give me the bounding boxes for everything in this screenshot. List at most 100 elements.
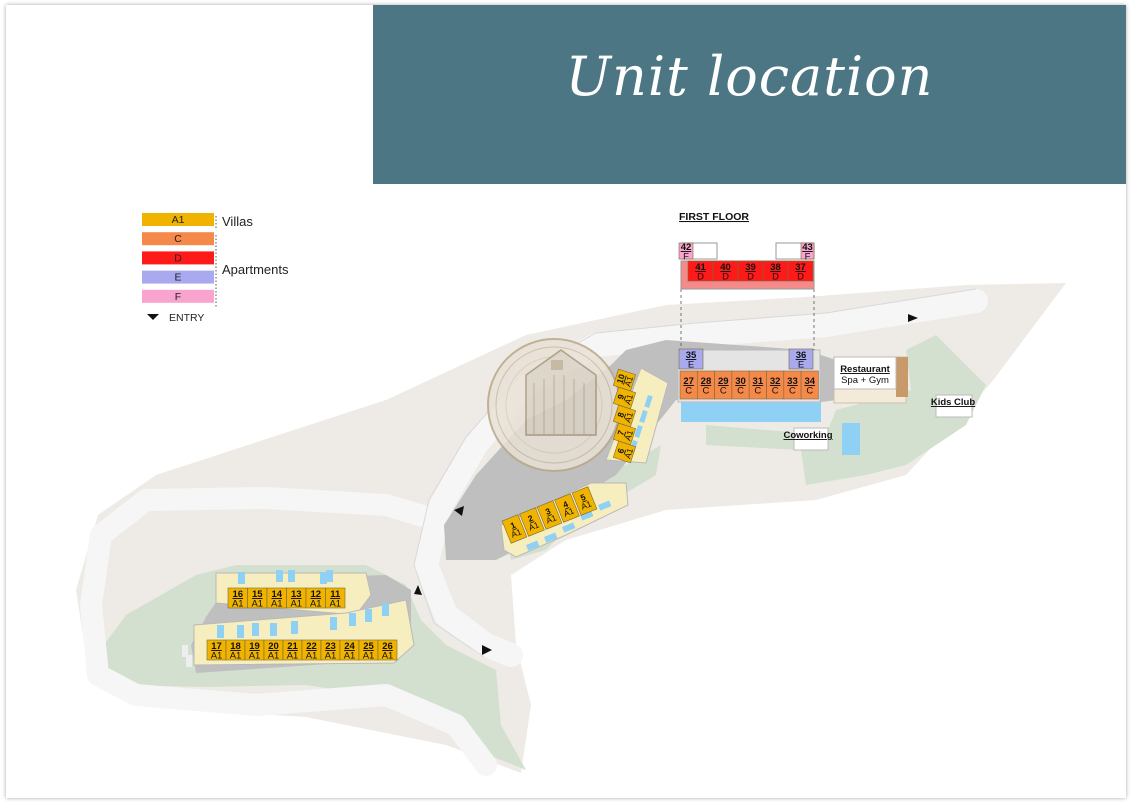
restaurant-deck [896,357,908,397]
unit-number: 41 [695,262,706,273]
unit-type: A1 [268,651,280,662]
unit-28[interactable]: 28C [696,370,715,400]
watermark-logo [487,338,621,472]
unit-type: E [688,360,694,371]
green-area-west [98,565,526,770]
loop-road [80,487,497,776]
unit-fill [800,370,819,400]
unit-number: 34 [804,376,815,387]
unit-2[interactable]: 2A1 [519,507,545,537]
villa-pool [217,625,224,638]
coworking-box [793,427,829,451]
unit-43[interactable]: 43F [800,242,815,263]
unit-type: D [797,272,804,283]
unit-1[interactable]: 1A1 [501,514,528,544]
unit-4[interactable]: 4A1 [554,493,580,523]
unit-number: 31 [753,376,764,387]
villa-pool [186,655,192,667]
unit-number: 10 [614,372,627,384]
unit-number: 26 [382,641,393,652]
kids-club-box [935,394,973,418]
unit-type: A1 [290,599,302,610]
unit-number: 36 [796,350,807,361]
main-road [414,289,988,667]
unit-42[interactable]: 42F [678,242,694,263]
villa-pool [238,572,245,584]
unit-30[interactable]: 30C [731,370,750,400]
unit-27[interactable]: 27C [679,370,698,400]
unit-number: 38 [770,262,781,273]
unit-number: 4 [561,499,569,510]
unit-3[interactable]: 3A1 [536,500,563,530]
header-band: Unit location [373,5,1126,184]
unit-40[interactable]: 40D [712,260,739,283]
unit-fill [554,493,580,523]
unit-number: 5 [579,492,587,503]
unit-number: 35 [686,350,697,361]
first-floor-heading: FIRST FLOOR [679,211,749,223]
unit-fill [377,639,398,661]
legend-swatch [142,289,214,303]
unit-33[interactable]: 33C [783,370,802,400]
legend-item-f: F [142,289,214,303]
villa-pool [237,625,244,638]
unit-5[interactable]: 5A1 [571,486,598,516]
unit-type: A1 [251,599,263,610]
unit-type: A1 [232,599,244,610]
villa-pool [580,510,594,521]
legend-swatch [142,251,214,265]
unit-7[interactable]: 7A1 [612,422,637,446]
unit-39[interactable]: 39D [737,260,764,283]
kids-club-label: Kids Club [931,397,976,408]
unit-31[interactable]: 31C [748,370,767,400]
unit-9[interactable]: 9A1 [612,386,637,410]
unit-number: 40 [720,262,731,273]
unit-number: 25 [363,641,374,652]
unit-fill [787,260,814,282]
unit-number: 43 [802,242,813,253]
unit-fill [571,486,598,516]
unit-37[interactable]: 37D [787,260,814,283]
unit-type: A1 [211,651,223,662]
unit-6[interactable]: 6A1 [612,440,637,464]
unit-32[interactable]: 32C [766,370,785,400]
unit-number: 16 [232,589,243,600]
unit-fill [536,500,563,530]
unit-41[interactable]: 41D [687,260,714,283]
unit-type: A1 [622,375,635,388]
unit-number: 21 [287,641,298,652]
site-map: 27C28C29C30C31C32C33C34C35E36E41D40D39D3… [76,211,1066,776]
villa-pool [270,623,277,636]
unit-36[interactable]: 36E [788,348,814,371]
unit-38[interactable]: 38D [762,260,789,283]
legend-apartments-label: Apartments [222,262,289,277]
unit-fill [325,587,346,609]
villa-pool [288,570,295,582]
unit-type: A1 [382,651,394,662]
unit-34[interactable]: 34C [800,370,819,400]
unit-fill [678,348,704,370]
unit-number: 23 [325,641,336,652]
unit-number: 15 [252,589,263,600]
legend-code: C [174,233,182,245]
unit-29[interactable]: 29C [714,370,733,400]
unit-35[interactable]: 35E [678,348,704,371]
